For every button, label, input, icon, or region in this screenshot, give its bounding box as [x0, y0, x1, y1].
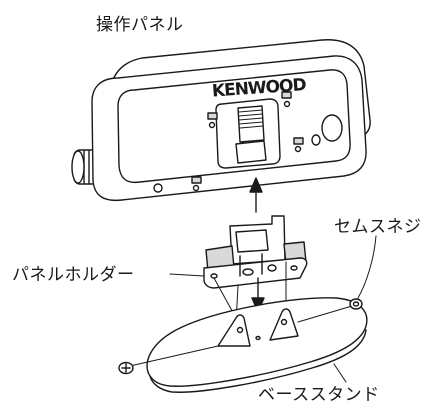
label-leaders	[169, 235, 377, 383]
panel-holder	[203, 215, 308, 289]
base-stand-label: ベーススタンド	[258, 385, 380, 405]
operation-panel-label: 操作パネル	[96, 15, 184, 35]
base-stand	[146, 297, 368, 393]
arrow-up-icon	[249, 177, 263, 213]
screw-left-icon	[118, 345, 219, 375]
screws-label: セムスネジ	[334, 217, 422, 237]
panel-holder-label: パネルホルダー	[12, 265, 135, 285]
operation-panel: KENWOOD	[71, 39, 371, 202]
screw-right-icon	[297, 298, 363, 323]
